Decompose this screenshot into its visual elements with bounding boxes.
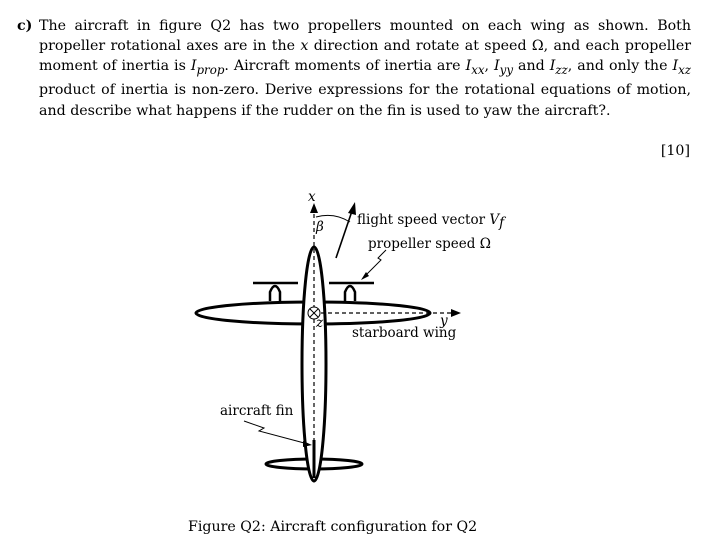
- math-sub-prop: prop: [196, 63, 225, 78]
- marks-value: [10]: [660, 143, 690, 159]
- question-block: c) The aircraft in figure Q2 has two pro…: [17, 16, 691, 119]
- starboard-wing-label: starboard wing: [352, 325, 457, 341]
- question-text-part: The aircraft in figure Q2 has two propel…: [39, 18, 691, 55]
- question-text-part: product of inertia is non-zero. Derive e…: [39, 82, 691, 119]
- figure-caption: Figure Q2: Aircraft configuration for Q2: [188, 519, 478, 535]
- math-sub-yy: yy: [499, 63, 514, 78]
- propeller-speed-label: propeller speed Ω: [368, 236, 491, 252]
- aircraft-fin-label: aircraft fin: [220, 403, 294, 419]
- flight-speed-vector: [335, 210, 353, 259]
- flight-speed-text: flight speed vector: [357, 212, 489, 228]
- z-axis-cross-2: [309, 308, 319, 318]
- propeller-speed-leader: [363, 249, 387, 278]
- aircraft-fin-arrowhead: [303, 441, 312, 447]
- question-text-part: direction and rotate at speed Ω, and eac…: [39, 38, 691, 75]
- z-axis-label: z: [315, 315, 324, 331]
- math-x: x: [300, 38, 309, 55]
- question-label: c): [17, 18, 33, 34]
- starboard-propeller-nacelle: [343, 284, 357, 301]
- flight-speed-arrowhead: [348, 202, 356, 215]
- math-sub-xx: xx: [471, 63, 485, 78]
- propeller-speed-arrowhead: [361, 272, 369, 280]
- aircraft-fin-leader: [243, 420, 309, 445]
- flight-speed-label: flight speed vector Vf: [357, 212, 506, 231]
- math-iyy: I: [494, 58, 500, 75]
- flight-speed-v: V: [489, 212, 500, 228]
- math-ixz: I: [672, 58, 679, 75]
- y-axis-arrowhead: [451, 309, 461, 317]
- math-sub-zz: zz: [555, 63, 568, 78]
- beta-label: β: [315, 219, 324, 235]
- beta-arc: [315, 214, 351, 223]
- math-sub-xz: xz: [678, 63, 691, 78]
- x-axis-arrowhead: [310, 203, 318, 213]
- question-text-part: and: [513, 58, 550, 75]
- question-text-part: . Aircraft moments of inertia are: [224, 58, 466, 75]
- math-ixx: I: [465, 58, 472, 75]
- x-axis-label: x: [308, 189, 316, 205]
- math-izz: I: [549, 58, 556, 75]
- y-axis-label: y: [439, 313, 448, 329]
- math-i-prop: I: [190, 58, 197, 75]
- flight-speed-sub: f: [498, 215, 506, 231]
- question-text-part: , and only the: [567, 58, 673, 75]
- question-text: The aircraft in figure Q2 has two propel…: [39, 16, 691, 121]
- question-text-part: ,: [484, 58, 495, 75]
- port-propeller-nacelle: [268, 284, 282, 301]
